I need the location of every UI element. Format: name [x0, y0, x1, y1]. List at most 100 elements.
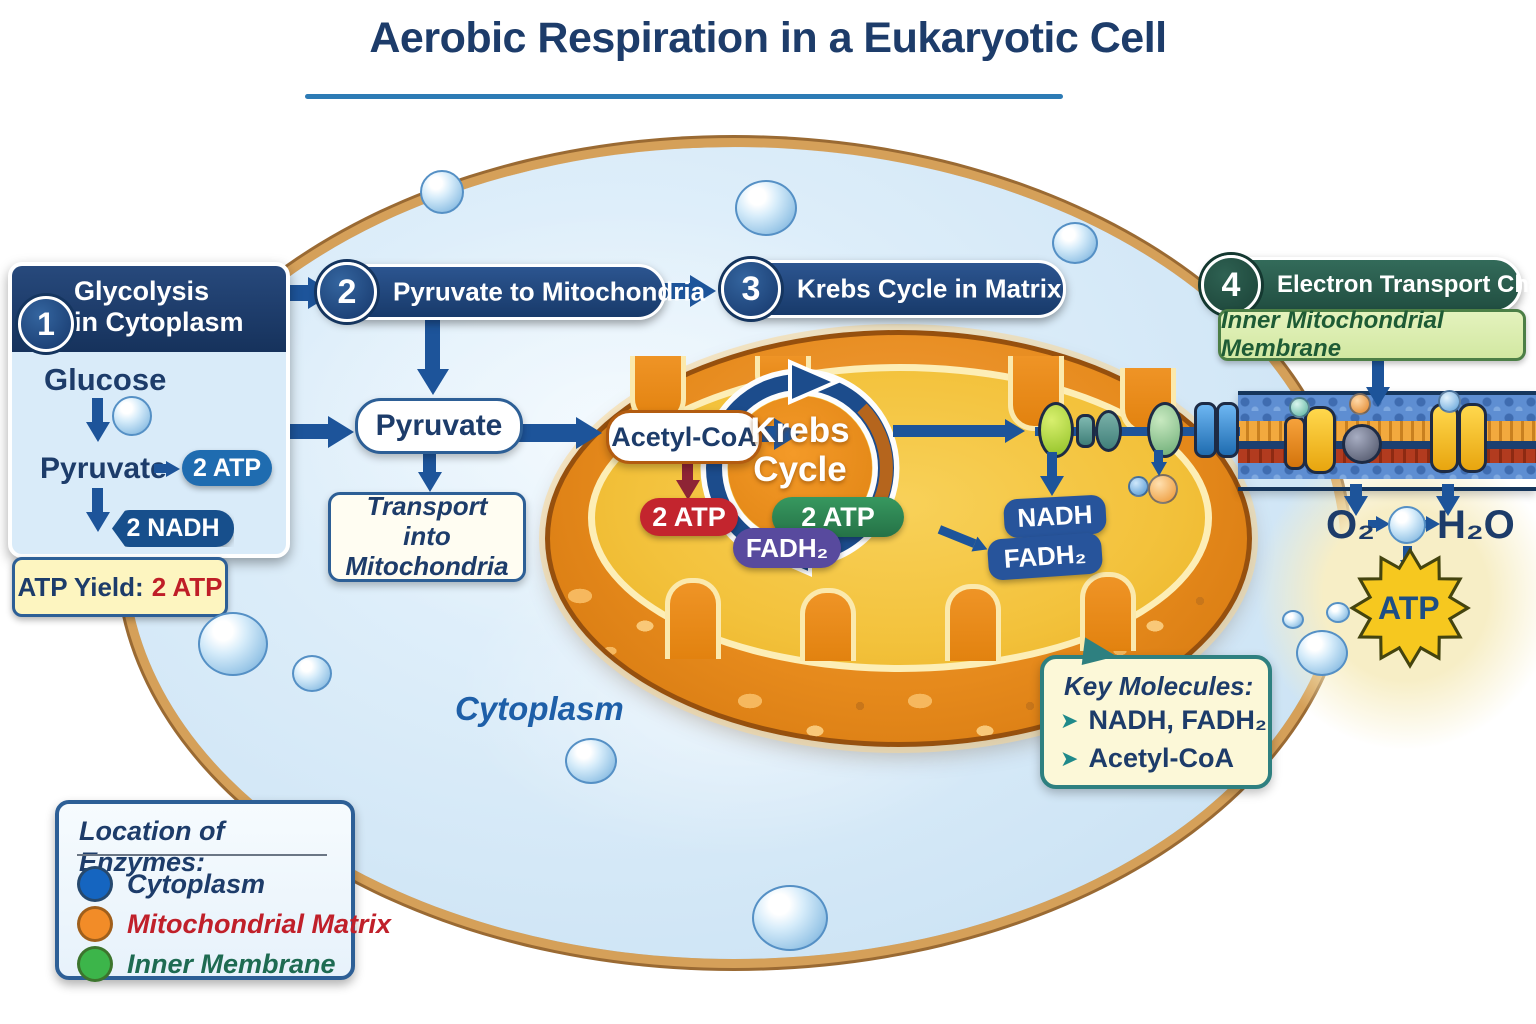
step3-header: 3 Krebs Cycle in Matrix [721, 259, 1066, 319]
membrane-protein-yellow [1304, 406, 1336, 474]
step2-title: Pyruvate to Mitochondria [393, 276, 706, 307]
membrane-protein-orange [1284, 416, 1306, 470]
arrow-acetyl-to-atp [682, 458, 693, 480]
membrane-inner-layer [1238, 463, 1536, 479]
page-title: Aerobic Respiration in a Eukaryotic Cell [369, 14, 1167, 62]
arrow-pyruvate-down [92, 488, 103, 512]
bubble [420, 170, 464, 214]
key-molecule-2: Acetyl-CoA [1088, 743, 1234, 773]
bubble [752, 885, 828, 951]
pyruvate-oval: Pyruvate [355, 398, 523, 454]
pyruvate-label-step1: Pyruvate [40, 452, 167, 485]
cytoplasm-label: Cytoplasm [455, 690, 624, 727]
fadh2-pill-left: FADH₂ [733, 528, 841, 568]
bullet-arrow-icon: ➤ [1060, 707, 1079, 733]
legend-divider [77, 854, 327, 856]
bubble [565, 738, 617, 784]
step1-title: Glycolysis in Cytoplasm [74, 276, 244, 338]
atp-pill-glycolysis: 2 ATP [182, 450, 272, 486]
step4-subtitle: Inner Mitochondrial Membrane [1218, 307, 1526, 362]
etc-protein-teal-small [1076, 414, 1095, 448]
title-underline [305, 94, 1063, 99]
legend-label-cytoplasm: Cytoplasm [127, 868, 266, 899]
atp-burst-label: ATP [1378, 590, 1440, 626]
legend-dot-matrix [77, 906, 113, 942]
fadh2-pill-right: FADH₂ [986, 532, 1104, 581]
atp-yield-value: 2 ATP [151, 571, 223, 602]
key-molecules-box: Key Molecules: ➤ NADH, FADH₂ ➤ Acetyl-Co… [1040, 655, 1272, 789]
legend-title: Location of Enzymes: [79, 816, 225, 877]
ion-teal [1289, 397, 1310, 418]
bubble [1326, 602, 1350, 623]
key-molecule-item: ➤ NADH, FADH₂ [1060, 705, 1267, 736]
step4-badge: 4 [1201, 255, 1261, 315]
bubble [198, 612, 268, 676]
arrow-membrane-to-o2 [1350, 484, 1362, 496]
membrane-protein-gray-sphere [1342, 424, 1382, 464]
bubble [1296, 630, 1348, 676]
etc-protein-green-2 [1147, 402, 1183, 458]
legend-item-matrix: Mitochondrial Matrix [77, 906, 391, 942]
key-molecule-item: ➤ Acetyl-CoA [1060, 743, 1234, 774]
bubble [735, 180, 797, 236]
key-molecule-1: NADH, FADH₂ [1088, 705, 1267, 735]
atp-starburst [1349, 547, 1471, 669]
arrow-step2-to-pyruvate [425, 315, 440, 369]
oxygen-sphere [1388, 506, 1426, 544]
legend-label-membrane: Inner Membrane [127, 948, 336, 979]
crista [945, 584, 1001, 661]
arrow-o2-to-sphere [1368, 520, 1376, 528]
arrow-step2-to-step3 [660, 283, 690, 299]
bubble [1052, 222, 1098, 264]
page-title-wrap: Aerobic Respiration in a Eukaryotic Cell [0, 14, 1536, 63]
arrow-etc-to-molecules [1154, 450, 1163, 462]
step4-header: 4 Electron Transport Chain [1201, 255, 1536, 315]
step4-title: Electron Transport Chain [1277, 271, 1536, 298]
transport-box: Transport into Mitochondria [328, 491, 526, 582]
o2-label: O₂ [1326, 503, 1375, 547]
h2o-label: H₂O [1437, 503, 1515, 547]
nadh-pill-glycolysis: 2 NADH [112, 510, 234, 547]
step3-badge: 3 [721, 259, 781, 319]
step2-badge: 2 [317, 262, 377, 322]
legend-dot-cytoplasm [77, 866, 113, 902]
molecule-blue-sphere [1128, 476, 1149, 497]
legend-box: Location of Enzymes: Cytoplasm Mitochond… [55, 800, 391, 982]
etc-protein-green-1 [1038, 402, 1074, 458]
legend-item-membrane: Inner Membrane [77, 946, 336, 982]
step3-title: Krebs Cycle in Matrix [797, 273, 1062, 304]
crista [665, 578, 721, 659]
acetyl-coa-label: Acetyl-CoA [611, 421, 757, 452]
arrow-pyruvate-to-atp [154, 464, 166, 473]
arrow-step4-to-membrane [1372, 357, 1384, 387]
arrow-glucose-down [92, 398, 103, 422]
atp-yield-label: ATP Yield: [17, 571, 144, 602]
ion-blue [1438, 390, 1461, 413]
transport-label: Transport into Mitochondria [345, 491, 509, 581]
glucose-molecule [112, 396, 152, 436]
crista [800, 588, 856, 661]
glucose-label: Glucose [44, 362, 167, 397]
acetyl-coa-pill: Acetyl-CoA [606, 410, 762, 464]
membrane-core-line [1238, 441, 1536, 449]
etc-line [1035, 427, 1240, 436]
legend-item-cytoplasm: Cytoplasm [77, 866, 265, 902]
atp-synthase-left [1430, 403, 1459, 473]
pyruvate-label: Pyruvate [375, 409, 503, 442]
atp-yield-box: ATP Yield: 2 ATP [12, 557, 228, 617]
legend-dot-membrane [77, 946, 113, 982]
step2-header: 2 Pyruvate to Mitochondria [317, 262, 705, 322]
etc-protein-blue-1 [1194, 402, 1217, 458]
bullet-arrow-icon: ➤ [1060, 745, 1079, 771]
legend-label-matrix: Mitochondrial Matrix [127, 908, 392, 939]
membrane-lipid-heads [1238, 421, 1536, 441]
arrow-pyruvate-to-acetyl [518, 424, 576, 442]
arrow-glycolysis-to-pyruvate [286, 424, 328, 439]
step1-badge: 1 [18, 296, 74, 352]
step1-glycolysis-box: Glycolysis in Cytoplasm 1 Glucose Pyruva… [8, 262, 290, 558]
arrow-etc-to-nadh [1047, 452, 1057, 476]
atp-synthase-right [1458, 403, 1487, 473]
bubble [292, 655, 332, 692]
arrow-step1-to-step2 [284, 285, 308, 301]
